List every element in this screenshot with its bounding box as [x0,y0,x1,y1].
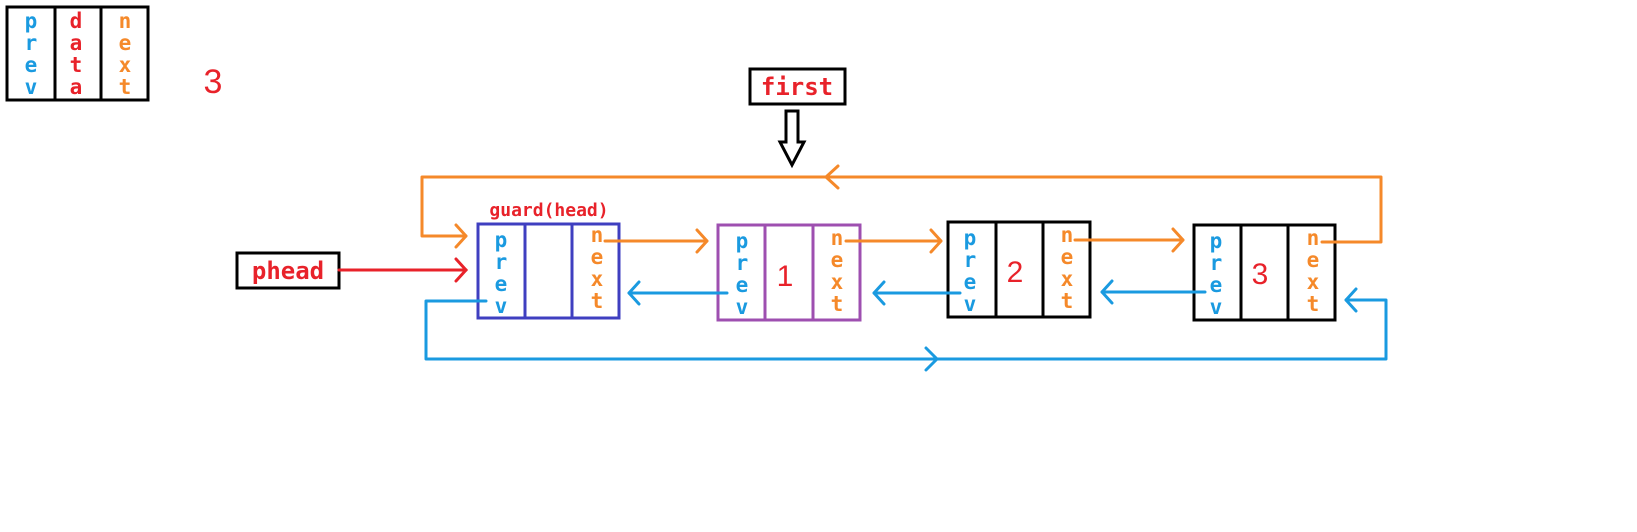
node-data-value: 2 [1007,256,1024,289]
phead-arrow [337,257,469,283]
guard-label: guard(head) [489,200,608,221]
guard-prev-loop-arrow [424,287,1388,372]
tail-next-loop-arrow [420,164,1383,249]
phead-label: phead [252,257,324,285]
next-arrow [603,228,709,254]
phead-label-box [235,251,341,290]
first-label-box [748,67,847,106]
next-arrow [844,228,943,254]
prev-arrow [627,280,729,306]
prev-arrow [872,280,962,306]
node-data-value: 3 [1252,258,1269,291]
prev-arrow [1100,279,1207,305]
first-pointer-arrow [777,109,807,169]
next-arrow [1073,227,1185,253]
first-label: first [761,73,833,101]
node-data-value: 1 [777,260,794,293]
legend-count: 3 [204,63,223,101]
legend-node-box [5,5,150,102]
